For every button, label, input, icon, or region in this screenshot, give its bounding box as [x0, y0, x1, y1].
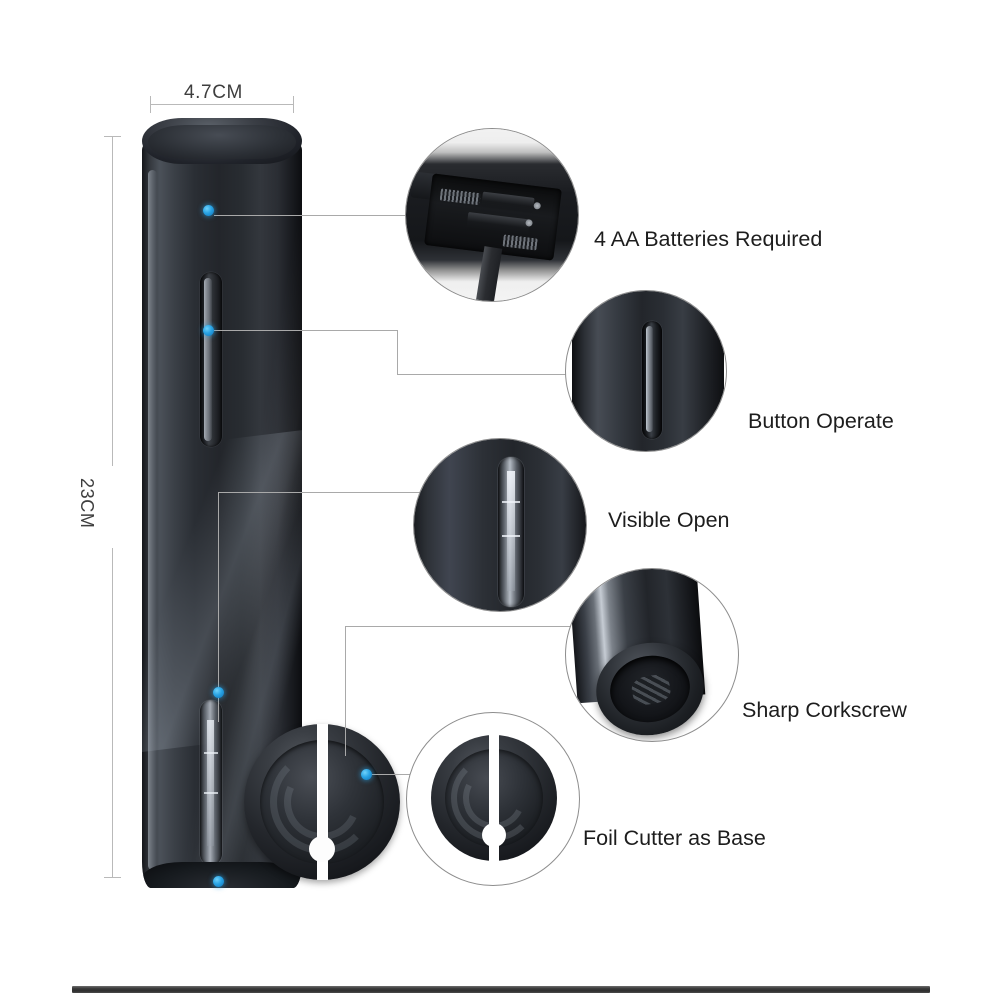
foil-cutter-disc [244, 724, 400, 880]
feature-label-visible-open: Visible Open [608, 508, 730, 532]
button-slot-window [200, 272, 222, 447]
button-callout-slot-highlight [646, 326, 653, 432]
callout-button-operate[interactable] [565, 290, 727, 452]
body-top-rim [148, 125, 296, 159]
width-dimension-line [150, 104, 294, 105]
foil-cutter-hole [309, 836, 335, 862]
foil-cutter-callout-gap [489, 735, 499, 861]
width-tick-right [293, 96, 294, 113]
corkscrew-mouth-bore [604, 649, 696, 729]
visible-callout-tick [502, 501, 520, 503]
width-tick-left [150, 96, 151, 113]
foil-cutter-base [244, 724, 404, 884]
connector-visible-h [218, 492, 428, 493]
callout-visible-open[interactable] [413, 438, 587, 612]
hotspot-dot-button[interactable] [203, 325, 214, 336]
bottom-accent-bar [72, 986, 930, 993]
connector-corkscrew-v [345, 626, 346, 756]
transparent-window-icon [414, 439, 586, 611]
visible-callout-window [498, 457, 524, 607]
feature-label-button: Button Operate [748, 409, 894, 433]
battery-cell [466, 211, 530, 235]
connector-foilcutter [368, 774, 413, 775]
battery-cell [481, 191, 535, 213]
battery-screw [533, 201, 542, 210]
visible-open-window [200, 700, 222, 865]
width-dimension-label: 4.7CM [184, 82, 243, 103]
connector-button-h2 [397, 374, 572, 375]
feature-label-corkscrew: Sharp Corkscrew [742, 698, 907, 722]
callout-batteries[interactable] [405, 128, 579, 302]
visible-callout-rod [507, 471, 515, 591]
visible-open-rod [207, 720, 214, 846]
height-dimension-label: 23CM [77, 478, 97, 529]
battery-screw [525, 219, 533, 227]
foil-cutter-callout-hole [482, 823, 506, 847]
battery-spring [502, 234, 538, 251]
button-callout-slot [642, 321, 662, 439]
foil-cutter-slot [318, 730, 326, 850]
body-top-cap [142, 118, 302, 164]
height-tick-bottom [104, 877, 121, 878]
button-slot-icon [566, 291, 726, 451]
visible-callout-tick [502, 535, 520, 537]
connector-button-h1 [214, 330, 398, 331]
visible-open-tick [204, 752, 218, 754]
hotspot-dot-foilcutter[interactable] [361, 769, 372, 780]
battery-compartment-icon [406, 129, 578, 301]
connector-corkscrew-h [345, 626, 577, 627]
height-dimension-line-bottom [112, 548, 113, 878]
visible-open-tick [204, 792, 218, 794]
hotspot-dot-body-bottom[interactable] [213, 876, 224, 887]
button-slot-highlight [204, 278, 212, 441]
corkscrew-mouth-icon [566, 569, 738, 741]
foil-cutter-callout-disc [431, 735, 557, 861]
foil-cutter-disc-icon [407, 713, 579, 885]
corkscrew-helix [630, 672, 673, 707]
feature-label-foil-cutter: Foil Cutter as Base [583, 826, 766, 850]
callout-corkscrew[interactable] [565, 568, 739, 742]
battery-spring [439, 188, 481, 206]
height-dimension-line-top [112, 136, 113, 466]
hotspot-dot-visible-open-top[interactable] [213, 687, 224, 698]
height-tick-top [104, 136, 121, 137]
connector-button-v [397, 330, 398, 375]
callout-foil-cutter[interactable] [406, 712, 580, 886]
hotspot-dot-batteries[interactable] [203, 205, 214, 216]
connector-visible-v [218, 492, 219, 722]
connector-batteries [214, 215, 410, 216]
feature-label-batteries: 4 AA Batteries Required [594, 227, 823, 251]
body-edge-highlight [148, 170, 157, 870]
